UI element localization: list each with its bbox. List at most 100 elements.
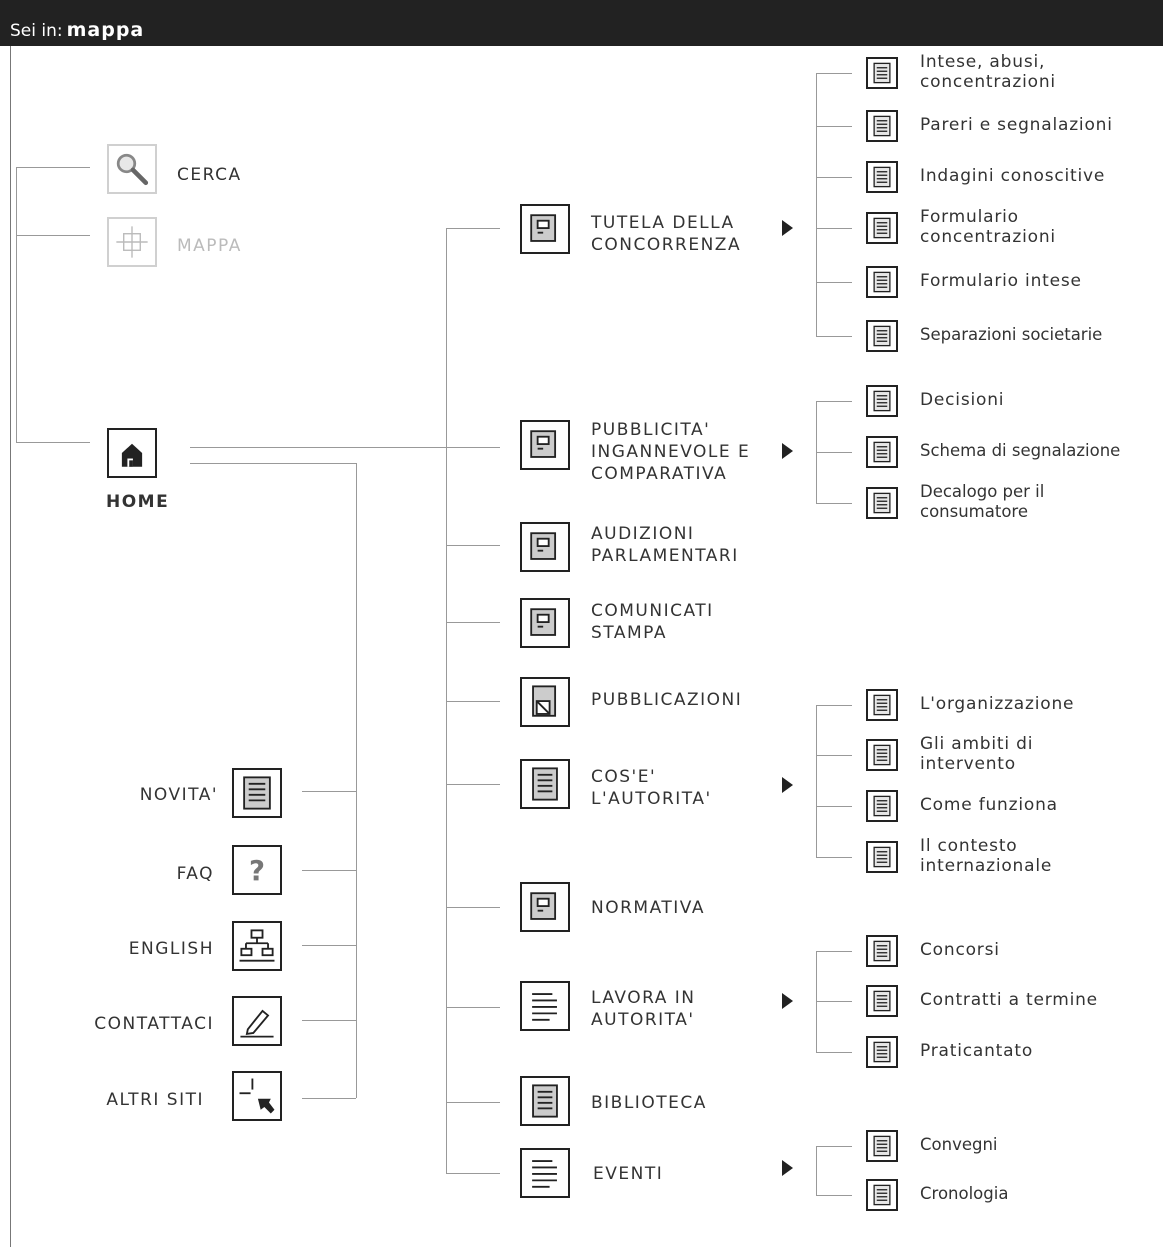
contact-button[interactable] xyxy=(232,996,282,1046)
connector xyxy=(190,447,500,448)
autorita-label[interactable]: COS'E' L'AUTORITA' xyxy=(591,766,712,810)
sub-item-label[interactable]: Decisioni xyxy=(920,390,1004,410)
connector xyxy=(816,177,852,178)
other-sites-label[interactable]: ALTRI SITI xyxy=(106,1090,204,1110)
sub-item-label-line: Convegni xyxy=(920,1135,998,1154)
connector xyxy=(446,622,500,623)
search-icon xyxy=(116,153,149,186)
sub-item-icon-button[interactable] xyxy=(866,57,898,89)
expand-arrow-icon[interactable] xyxy=(782,993,793,1009)
sub-item-icon-button[interactable] xyxy=(866,320,898,352)
sub-item-icon-button[interactable] xyxy=(866,935,898,967)
search-label[interactable]: CERCA xyxy=(177,165,242,185)
autorita-button[interactable] xyxy=(520,759,570,809)
sub-item-label[interactable]: Convegni xyxy=(920,1135,998,1155)
expand-arrow-icon[interactable] xyxy=(782,777,793,793)
sub-item-label[interactable]: Cronologia xyxy=(920,1184,1008,1204)
sub-item-icon-button[interactable] xyxy=(866,689,898,721)
pubblicazioni-label[interactable]: PUBBLICAZIONI xyxy=(591,690,743,710)
sub-item-label[interactable]: Schema di segnalazione xyxy=(920,441,1120,461)
sub-item-label[interactable]: Pareri e segnalazioni xyxy=(920,115,1113,135)
autorita-label-line2: L'AUTORITA' xyxy=(591,789,712,809)
connector xyxy=(302,870,356,871)
english-button[interactable] xyxy=(232,921,282,971)
connector xyxy=(816,705,852,706)
expand-arrow-icon[interactable] xyxy=(782,443,793,459)
sub-item-icon-button[interactable] xyxy=(866,385,898,417)
sub-item-icon-button[interactable] xyxy=(866,1179,898,1211)
sub-item-label-line: concentrazioni xyxy=(920,227,1056,247)
english-label[interactable]: ENGLISH xyxy=(128,939,214,959)
normativa-label[interactable]: NORMATIVA xyxy=(591,898,705,918)
expand-arrow-icon[interactable] xyxy=(782,220,793,236)
home-label[interactable]: HOME xyxy=(106,492,170,512)
sub-item-icon-button[interactable] xyxy=(866,790,898,822)
sub-item-icon-button[interactable] xyxy=(866,1130,898,1162)
connector xyxy=(446,1173,500,1174)
eventi-button[interactable] xyxy=(520,1148,570,1198)
news-button[interactable] xyxy=(232,768,282,818)
comunicati-button[interactable] xyxy=(520,598,570,648)
pubblicazioni-button[interactable] xyxy=(520,677,570,727)
sub-item-icon-button[interactable] xyxy=(866,436,898,468)
external-arrow-icon xyxy=(239,1078,275,1114)
breadcrumb: Sei in:mappa xyxy=(10,19,144,42)
contact-label[interactable]: CONTATTACI xyxy=(94,1014,214,1034)
page-icon xyxy=(873,1135,891,1157)
sub-item-label-line: Praticantato xyxy=(920,1041,1034,1061)
map-label[interactable]: MAPPA xyxy=(177,236,242,256)
sub-item-label[interactable]: L'organizzazione xyxy=(920,694,1074,714)
sub-item-icon-button[interactable] xyxy=(866,841,898,873)
sub-item-icon-button[interactable] xyxy=(866,212,898,244)
tutela-button[interactable] xyxy=(520,204,570,254)
section-icon xyxy=(530,430,557,458)
sub-item-icon-button[interactable] xyxy=(866,266,898,298)
biblioteca-label[interactable]: BIBLIOTECA xyxy=(591,1093,707,1113)
normativa-button[interactable] xyxy=(520,882,570,932)
sub-item-label[interactable]: Formulario intese xyxy=(920,271,1082,291)
map-button[interactable] xyxy=(107,217,157,267)
pubblicita-label[interactable]: PUBBLICITA' INGANNEVOLE E COMPARATIVA xyxy=(591,419,750,485)
sub-item-icon-button[interactable] xyxy=(866,985,898,1017)
connector xyxy=(816,282,852,283)
sub-item-label[interactable]: Intese, abusi,concentrazioni xyxy=(920,52,1056,92)
news-label[interactable]: NOVITA' xyxy=(139,785,218,805)
sub-item-icon-button[interactable] xyxy=(866,739,898,771)
audizioni-button[interactable] xyxy=(520,522,570,572)
lavora-button[interactable] xyxy=(520,981,570,1031)
lavora-label[interactable]: LAVORA IN AUTORITA' xyxy=(591,987,696,1031)
sub-item-label[interactable]: Concorsi xyxy=(920,940,1000,960)
page-icon xyxy=(873,217,891,239)
connector xyxy=(816,228,852,229)
sub-item-label[interactable]: Contratti a termine xyxy=(920,990,1098,1010)
sub-item-label[interactable]: Praticantato xyxy=(920,1041,1033,1061)
tutela-label[interactable]: TUTELA DELLA CONCORRENZA xyxy=(591,212,741,256)
section-icon xyxy=(530,608,557,636)
search-button[interactable] xyxy=(107,144,157,194)
faq-button[interactable]: ? xyxy=(232,845,282,895)
sub-item-label[interactable]: Separazioni societarie xyxy=(920,325,1102,345)
sub-item-label[interactable]: Come funziona xyxy=(920,795,1058,815)
sub-item-icon-button[interactable] xyxy=(866,110,898,142)
biblioteca-button[interactable] xyxy=(520,1076,570,1126)
sub-item-icon-button[interactable] xyxy=(866,487,898,519)
audizioni-label[interactable]: AUDIZIONI PARLAMENTARI xyxy=(591,523,739,567)
eventi-label[interactable]: EVENTI xyxy=(593,1164,664,1184)
connector xyxy=(16,442,90,443)
expand-arrow-icon[interactable] xyxy=(782,1160,793,1176)
comunicati-label[interactable]: COMUNICATI STAMPA xyxy=(591,600,714,644)
home-button[interactable] xyxy=(107,428,157,478)
sub-item-label[interactable]: Indagini conoscitive xyxy=(920,166,1105,186)
page-icon xyxy=(873,846,891,868)
sub-item-icon-button[interactable] xyxy=(866,161,898,193)
sub-item-icon-button[interactable] xyxy=(866,1036,898,1068)
connector xyxy=(356,463,357,1098)
other-sites-button[interactable] xyxy=(232,1071,282,1121)
pubblicita-button[interactable] xyxy=(520,420,570,470)
text-lines-icon xyxy=(532,1160,557,1188)
faq-label[interactable]: FAQ xyxy=(176,864,214,884)
